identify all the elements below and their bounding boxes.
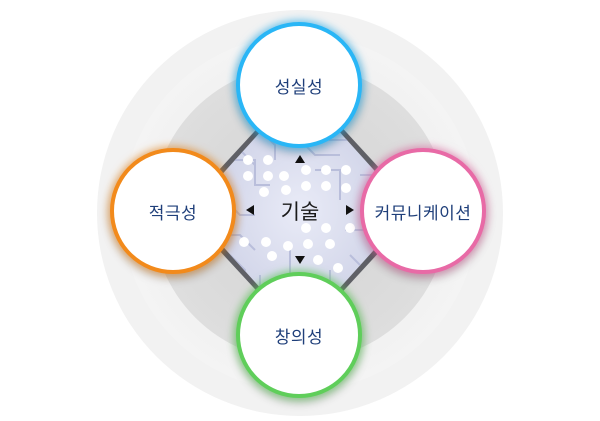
center-label-technology: 기술 <box>280 200 320 224</box>
node-communication: 커뮤니케이션 <box>360 148 486 274</box>
node-creativity: 창의성 <box>236 272 362 398</box>
node-proactiveness: 적극성 <box>110 148 236 274</box>
arrow-left-icon <box>246 205 254 215</box>
node-label-creativity: 창의성 <box>274 327 324 348</box>
node-sincerity: 성실성 <box>236 22 362 148</box>
arrow-down-icon <box>295 256 305 264</box>
arrow-right-icon <box>346 205 354 215</box>
node-label-communication: 커뮤니케이션 <box>374 203 472 224</box>
node-label-sincerity: 성실성 <box>274 77 324 98</box>
arrow-up-icon <box>295 155 305 163</box>
node-label-proactiveness: 적극성 <box>148 203 198 224</box>
